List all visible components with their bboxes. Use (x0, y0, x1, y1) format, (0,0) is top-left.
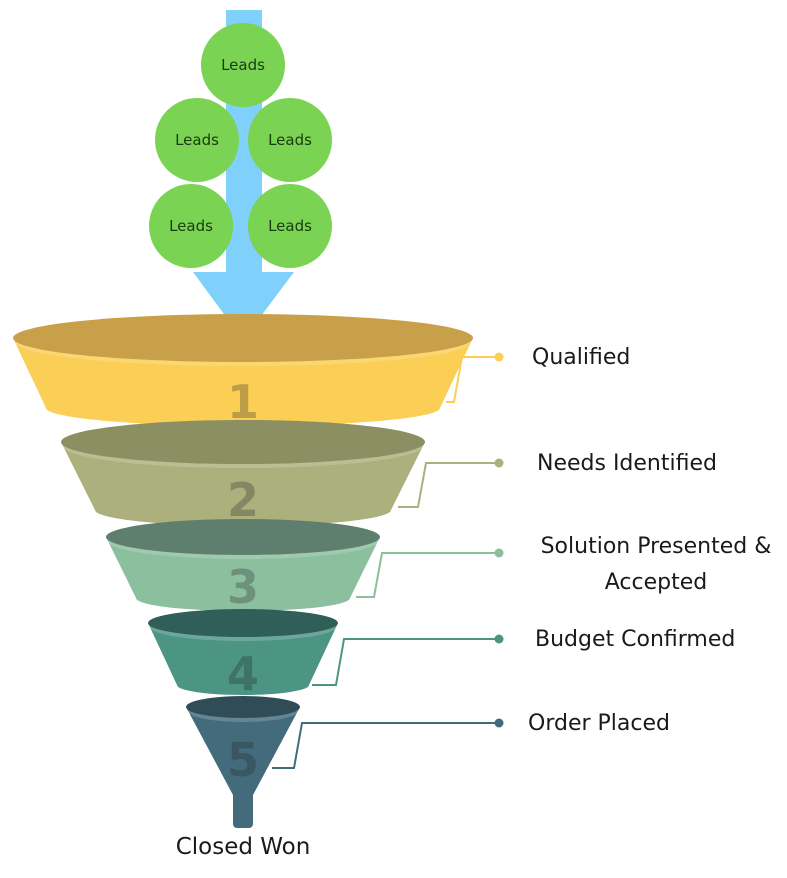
connector-dot-icon (494, 352, 504, 362)
lead-label: Leads (221, 56, 265, 74)
funnel-layer-1: 1 (13, 314, 473, 429)
lead-circle: Leads (248, 98, 332, 182)
lead-label: Leads (169, 217, 213, 235)
stage-label-3: Solution Presented & Accepted (356, 534, 772, 598)
connector-dot-icon (494, 718, 504, 728)
stage-number: 3 (227, 560, 259, 614)
connector-dot-icon (494, 634, 504, 644)
connector-dot-icon (494, 548, 504, 558)
stage-number: 5 (227, 733, 259, 787)
funnel-layer-2: 2 (61, 420, 425, 527)
stage-label-4: Budget Confirmed (312, 627, 735, 686)
stage-label-2: Needs Identified (398, 451, 717, 508)
connector-dot-icon (494, 458, 504, 468)
funnel-layer-4: 4 (148, 609, 338, 701)
stage-label-1: Qualified (446, 345, 630, 403)
stage-number: 2 (227, 473, 259, 527)
lead-circle: Leads (149, 184, 233, 268)
stage-label-text: Needs Identified (537, 451, 717, 476)
lead-circle: Leads (201, 23, 285, 107)
connector-line (272, 722, 499, 769)
funnel-layer-3: 3 (106, 519, 380, 614)
stage-number: 4 (227, 647, 259, 701)
connector-line (446, 356, 499, 403)
lead-label: Leads (268, 217, 312, 235)
stage-label-text: Accepted (605, 570, 707, 595)
lead-label: Leads (268, 131, 312, 149)
lead-circle: Leads (248, 184, 332, 268)
funnel: 1 2 3 4 5 (13, 314, 473, 828)
stage-label-text: Qualified (532, 345, 630, 370)
funnel-spout (233, 785, 253, 828)
lead-circle: Leads (155, 98, 239, 182)
connector-line (356, 552, 499, 598)
closed-won-label: Closed Won (176, 834, 311, 860)
stage-label-text: Order Placed (528, 711, 670, 736)
funnel-layer-5: 5 (186, 696, 300, 799)
connector-line (398, 462, 499, 508)
lead-label: Leads (175, 131, 219, 149)
stage-label-text: Solution Presented & (541, 534, 772, 559)
stage-label-text: Budget Confirmed (535, 627, 735, 652)
connector-line (312, 638, 499, 686)
stage-label-5: Order Placed (272, 711, 670, 769)
